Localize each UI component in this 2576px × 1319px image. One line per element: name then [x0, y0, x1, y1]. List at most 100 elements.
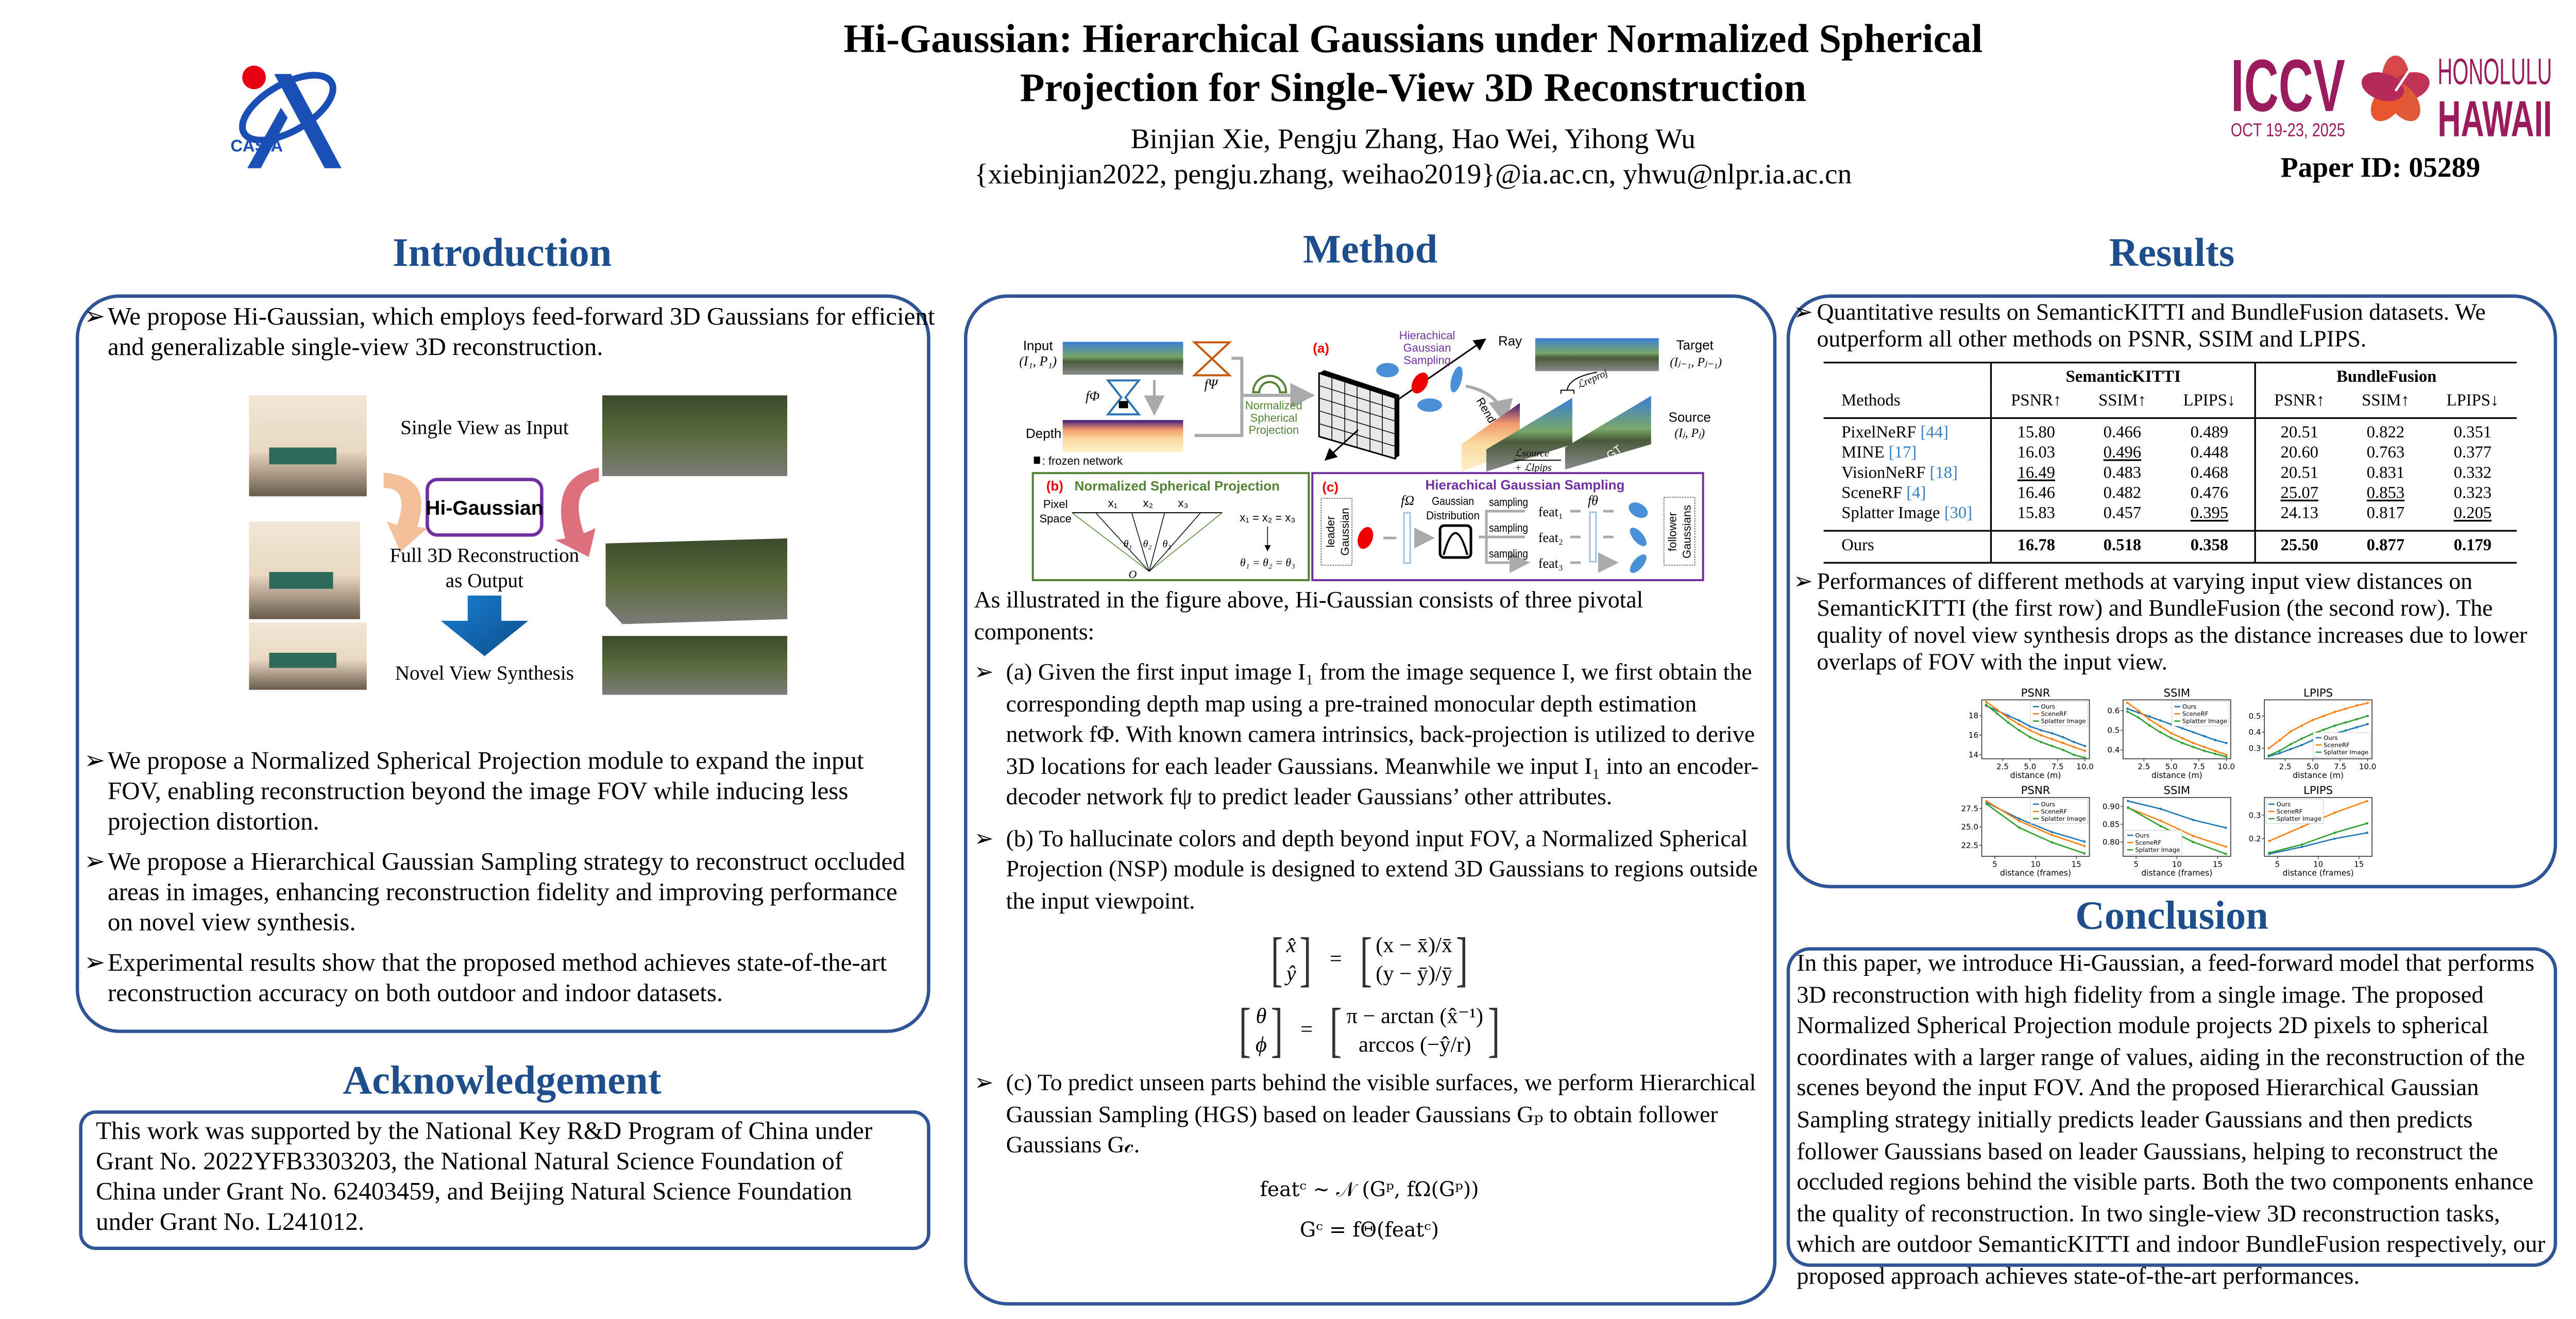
data-point [2267, 754, 2270, 757]
fig-input-label: Input [1023, 337, 1054, 353]
svg-text:Distribution: Distribution [1426, 509, 1480, 522]
author-names: Binjian Xie, Pengju Zhang, Hao Wei, Yiho… [1130, 123, 1696, 155]
data-point [2083, 756, 2087, 759]
bullet-arrow-icon: ➢ [974, 826, 994, 852]
outdoor-reconstruction-image [605, 538, 788, 624]
results-bullet-1: ➢Quantitative results on SemanticKITTI a… [1793, 301, 2486, 353]
gt-source-image [1565, 396, 1651, 470]
svg-text:(a): (a) [1313, 340, 1329, 356]
table-cell: 0.476 [2190, 484, 2229, 503]
svg-text:Projection: Projection [1248, 424, 1299, 436]
svg-text:Hierachical Gaussian Sampling: Hierachical Gaussian Sampling [1426, 477, 1625, 493]
data-point [2127, 800, 2129, 802]
acknowledgement-text: This work was supported by the National … [96, 1119, 873, 1237]
x-tick-label: 10 [2030, 859, 2040, 869]
table-cell: 0.468 [2190, 464, 2229, 483]
svg-text:(b): (b) [1046, 478, 1063, 494]
orange-curved-arrow-icon [383, 472, 428, 552]
plot-title: PSNR [2021, 784, 2050, 797]
poster-title: Hi-Gaussian: Hierarchical Gaussians unde… [572, 17, 2254, 114]
y-tick-label: 0.4 [2249, 728, 2261, 737]
citation-link[interactable]: [17] [1888, 444, 1917, 463]
results-box [1786, 294, 2557, 889]
data-point [1985, 700, 1988, 703]
data-point [2018, 817, 2021, 820]
data-point [2366, 800, 2368, 802]
data-point [2083, 852, 2086, 855]
data-point [2203, 746, 2206, 749]
legend-label: Ours [2135, 832, 2149, 839]
data-point [2290, 743, 2292, 746]
series-line-splatter-image [1986, 803, 2085, 854]
bullet-arrow-icon: ➢ [84, 849, 106, 877]
data-point [2300, 737, 2303, 740]
series-line-splatter-image [2127, 711, 2227, 758]
svg-text:x₁: x₁ [1108, 497, 1117, 510]
equation-follower: Gᶜ = fΘ(featᶜ) [1299, 1217, 1439, 1241]
x-tick-label: 15 [2072, 859, 2081, 869]
x-tick-label: 5.0 [2165, 762, 2178, 771]
bullet-arrow-icon: ➢ [84, 950, 106, 978]
table-cell: 0.179 [2453, 536, 2492, 555]
data-point [2225, 753, 2228, 756]
y-tick-label: 0.90 [2103, 802, 2120, 811]
citation-link[interactable]: [44] [1920, 424, 1948, 443]
data-point [2225, 741, 2228, 745]
data-point [2040, 740, 2042, 743]
data-point [2355, 704, 2358, 707]
data-point [2126, 701, 2129, 704]
table-cell: 16.03 [1991, 444, 2080, 465]
data-point [2225, 852, 2227, 855]
data-point [2300, 724, 2303, 727]
svg-text:OCT 19-23, 2025: OCT 19-23, 2025 [2231, 119, 2345, 140]
svg-text:Target: Target [1676, 337, 1714, 352]
citation-link[interactable]: [30] [1944, 504, 1973, 523]
table-cell: 0.351 [2453, 424, 2492, 443]
data-point [2050, 732, 2054, 735]
data-point [2366, 822, 2368, 825]
data-point [2127, 806, 2129, 809]
equation-feat: featᶜ ∼ 𝒩 (Gᵖ, fΩ(Gᵖ)) [1260, 1177, 1479, 1200]
svg-text:Sampling: Sampling [1403, 353, 1451, 366]
intro-bullet-1: ➢ We propose Hi-Gaussian, which employs … [84, 303, 940, 364]
table-cell: 0.377 [2453, 444, 2492, 463]
data-point [2170, 732, 2173, 735]
plot-title: SSIM [2164, 784, 2191, 797]
paper-id: Paper ID: 05289 [2280, 151, 2481, 183]
x-tick-label: 7.5 [2334, 762, 2346, 771]
data-point [2355, 726, 2358, 729]
data-point [2050, 841, 2053, 844]
data-point [2062, 741, 2064, 745]
citation-link[interactable]: [4] [1906, 484, 1926, 503]
metric-header: PSNR↑ [1991, 388, 2080, 418]
table-cell: 0.822 [2366, 424, 2405, 443]
data-point [2322, 715, 2325, 717]
x-tick-label: 5 [1992, 859, 1997, 869]
table-cell: 20.51 [2254, 464, 2344, 485]
x-tick-label: 15 [2213, 859, 2223, 869]
citation-link[interactable]: [18] [1929, 464, 1958, 483]
leader-gaussian-icon [1358, 527, 1374, 549]
method-name: Splatter Image [30] [1841, 504, 1973, 523]
y-tick-label: 25.0 [1961, 822, 1978, 832]
plot-title: LPIPS [2303, 784, 2333, 797]
data-point [2148, 718, 2151, 721]
data-point [2018, 723, 2021, 726]
data-point [2333, 837, 2336, 840]
data-point [1985, 803, 1988, 805]
svg-text:fΩ: fΩ [1401, 493, 1414, 508]
data-point [1996, 712, 1998, 715]
data-point [2344, 721, 2347, 724]
follower-gaussian-icon [1376, 363, 1399, 378]
data-point [1985, 703, 1988, 706]
conclusion-text: In this paper, we introduce Hi-Gaussian,… [1797, 950, 2546, 1291]
plot-title: SSIM [2164, 687, 2191, 700]
group-bundlefusion: BundleFusion [2254, 362, 2518, 389]
table-cell: 0.817 [2366, 504, 2405, 523]
intro-figure: Hi-Gaussian Single View as Input Full 3D… [249, 383, 788, 695]
plot-legend [2030, 701, 2088, 726]
metric-header: SSIM↑ [2098, 392, 2146, 411]
